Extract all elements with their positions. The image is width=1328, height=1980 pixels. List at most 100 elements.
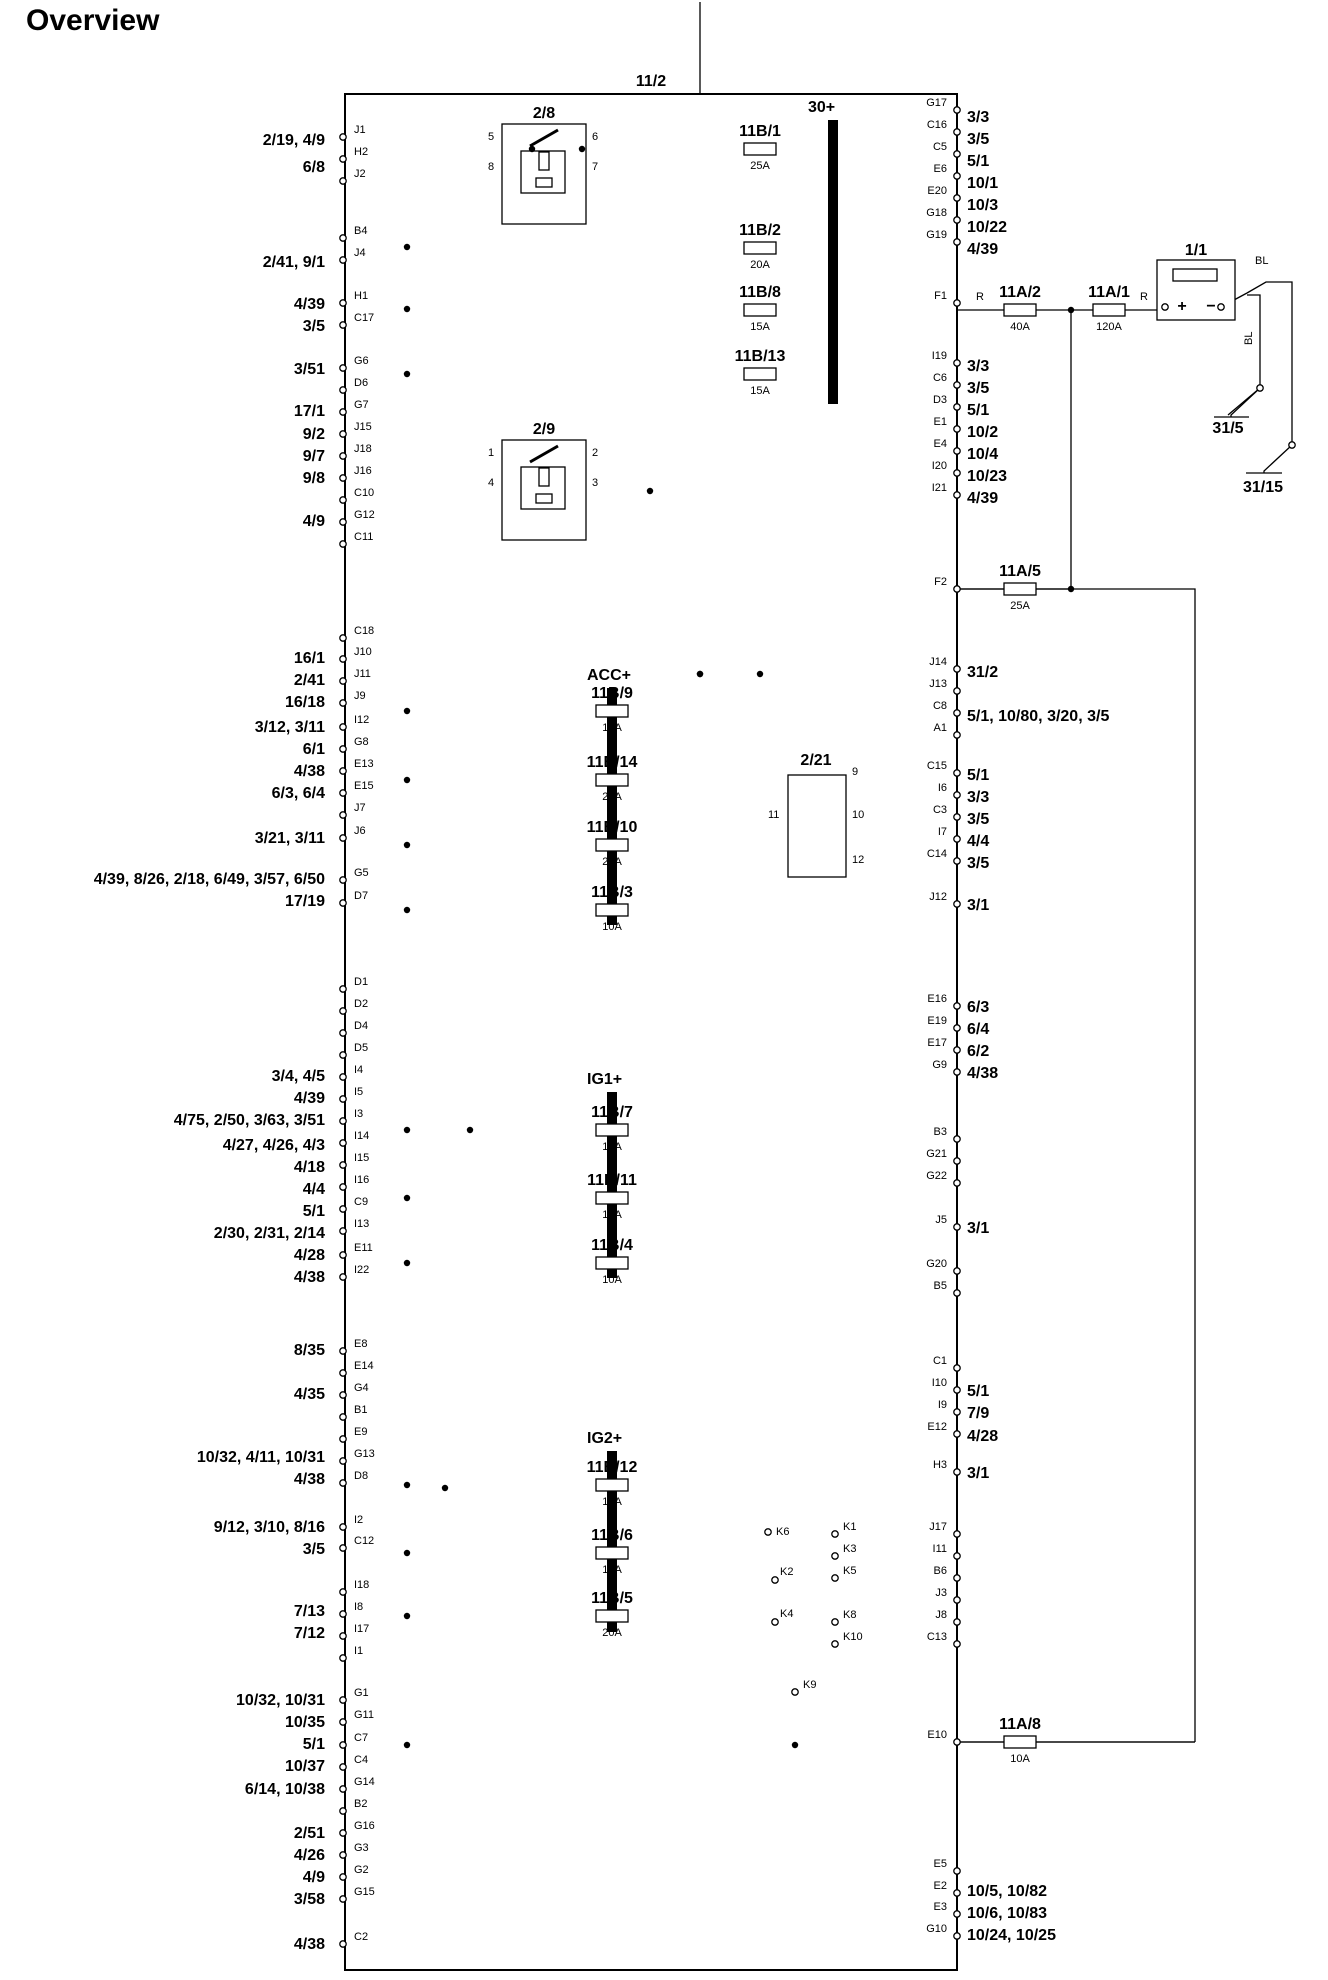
pin-label: C6: [933, 372, 947, 384]
fuse-rating: 15A: [602, 1496, 622, 1508]
fuse-label: 11A/5: [999, 563, 1041, 580]
terminal: [953, 1552, 961, 1560]
pin-label: D4: [354, 1020, 368, 1032]
terminal: [953, 1932, 961, 1940]
junction-dot: [528, 145, 536, 153]
terminal: [953, 1157, 961, 1165]
left-reference: 9/12, 3/10, 8/16: [214, 1519, 325, 1536]
left-reference: 10/35: [285, 1714, 325, 1731]
fuse-symbol: [743, 142, 777, 156]
pin-label: E15: [354, 780, 374, 792]
pin-label: B3: [934, 1126, 947, 1138]
k-point: K6: [776, 1526, 789, 1538]
fuse-symbol: [1092, 303, 1126, 317]
terminal: [953, 1386, 961, 1394]
pin-label: E9: [354, 1426, 367, 1438]
terminal: [831, 1552, 839, 1560]
ground-label: 31/15: [1243, 479, 1283, 496]
pin-label: H2: [354, 146, 368, 158]
terminal: [339, 1851, 347, 1859]
junction-dot: [1067, 306, 1075, 314]
left-reference: 10/32, 10/31: [236, 1692, 325, 1709]
pin-label: J11: [354, 668, 371, 680]
module-label: 11/2: [636, 73, 666, 90]
right-reference: 10/3: [967, 197, 998, 214]
fuse-label: 11B/12: [587, 1459, 638, 1476]
pin-label: C2: [354, 1931, 368, 1943]
terminal: [953, 731, 961, 739]
pin-label: J16: [354, 465, 372, 477]
pin-label: E14: [354, 1360, 374, 1372]
left-reference: 4/9: [303, 513, 325, 530]
left-reference: 8/35: [294, 1342, 325, 1359]
pin-label: E4: [934, 438, 947, 450]
right-reference: 4/39: [967, 490, 998, 507]
right-reference: 31/2: [967, 664, 998, 681]
pin-label: G17: [926, 97, 947, 109]
relay-diode: [535, 493, 553, 504]
terminal: [953, 1738, 961, 1746]
busbar: [607, 1451, 617, 1632]
pin-label: E13: [354, 758, 374, 770]
terminal: [953, 857, 961, 865]
terminal: [1288, 441, 1296, 449]
fuse-label: 11B/13: [735, 348, 786, 365]
left-reference: 3/21, 3/11: [255, 830, 325, 847]
pin-label: C14: [927, 848, 947, 860]
terminal: [771, 1618, 779, 1626]
right-reference: 3/5: [967, 855, 989, 872]
busbar-label: IG2+: [587, 1430, 622, 1447]
fuse-label: 11A/2: [999, 284, 1041, 301]
k-point: K5: [843, 1565, 856, 1577]
left-reference: 2/41, 9/1: [263, 254, 325, 271]
fuse-rating: 15A: [602, 722, 622, 734]
terminal: [339, 899, 347, 907]
terminal: [953, 1618, 961, 1626]
relay-pin: 8: [488, 161, 494, 173]
terminal: [339, 364, 347, 372]
pin-label: J13: [929, 678, 947, 690]
fuse-label: 11B/10: [587, 819, 638, 836]
right-reference: 6/3: [967, 999, 989, 1016]
terminal: [339, 1479, 347, 1487]
pin-label: G12: [354, 509, 375, 521]
left-reference: 4/39: [294, 1090, 325, 1107]
pin-label: G2: [354, 1864, 369, 1876]
fuse-label: 11B/6: [591, 1527, 633, 1544]
fuse-rating: 25A: [750, 160, 770, 172]
fuse-label: 11B/9: [591, 685, 633, 702]
pin-label: D3: [933, 394, 947, 406]
terminal: [953, 1024, 961, 1032]
left-reference: 16/18: [285, 694, 325, 711]
terminal: [953, 769, 961, 777]
junction-dot: [646, 487, 654, 495]
k-point: K2: [780, 1566, 793, 1578]
junction-dot: [441, 1484, 449, 1492]
terminal: [339, 699, 347, 707]
terminal: [953, 1289, 961, 1297]
terminal: [339, 1741, 347, 1749]
right-reference: 4/28: [967, 1428, 998, 1445]
fuse-rating: 25A: [1010, 600, 1030, 612]
junction-dot: [403, 243, 411, 251]
pin-label: D8: [354, 1470, 368, 1482]
terminal: [953, 1002, 961, 1010]
terminal: [339, 133, 347, 141]
fuse-label: 11B/5: [591, 1590, 633, 1607]
terminal: [339, 1632, 347, 1640]
wire: [957, 588, 1196, 1742]
terminal: [339, 1785, 347, 1793]
junction-dot: [756, 670, 764, 678]
right-reference: 3/5: [967, 811, 989, 828]
pin-label: I3: [354, 1108, 363, 1120]
pin-label: C13: [927, 1631, 947, 1643]
right-reference: 5/1: [967, 402, 989, 419]
junction-dot: [403, 776, 411, 784]
terminal: [339, 1183, 347, 1191]
terminal: [339, 876, 347, 884]
terminal: [339, 834, 347, 842]
terminal: [339, 1139, 347, 1147]
left-reference: 2/30, 2/31, 2/14: [214, 1225, 325, 1242]
pin-label: G15: [354, 1886, 375, 1898]
pin-label: G8: [354, 736, 369, 748]
